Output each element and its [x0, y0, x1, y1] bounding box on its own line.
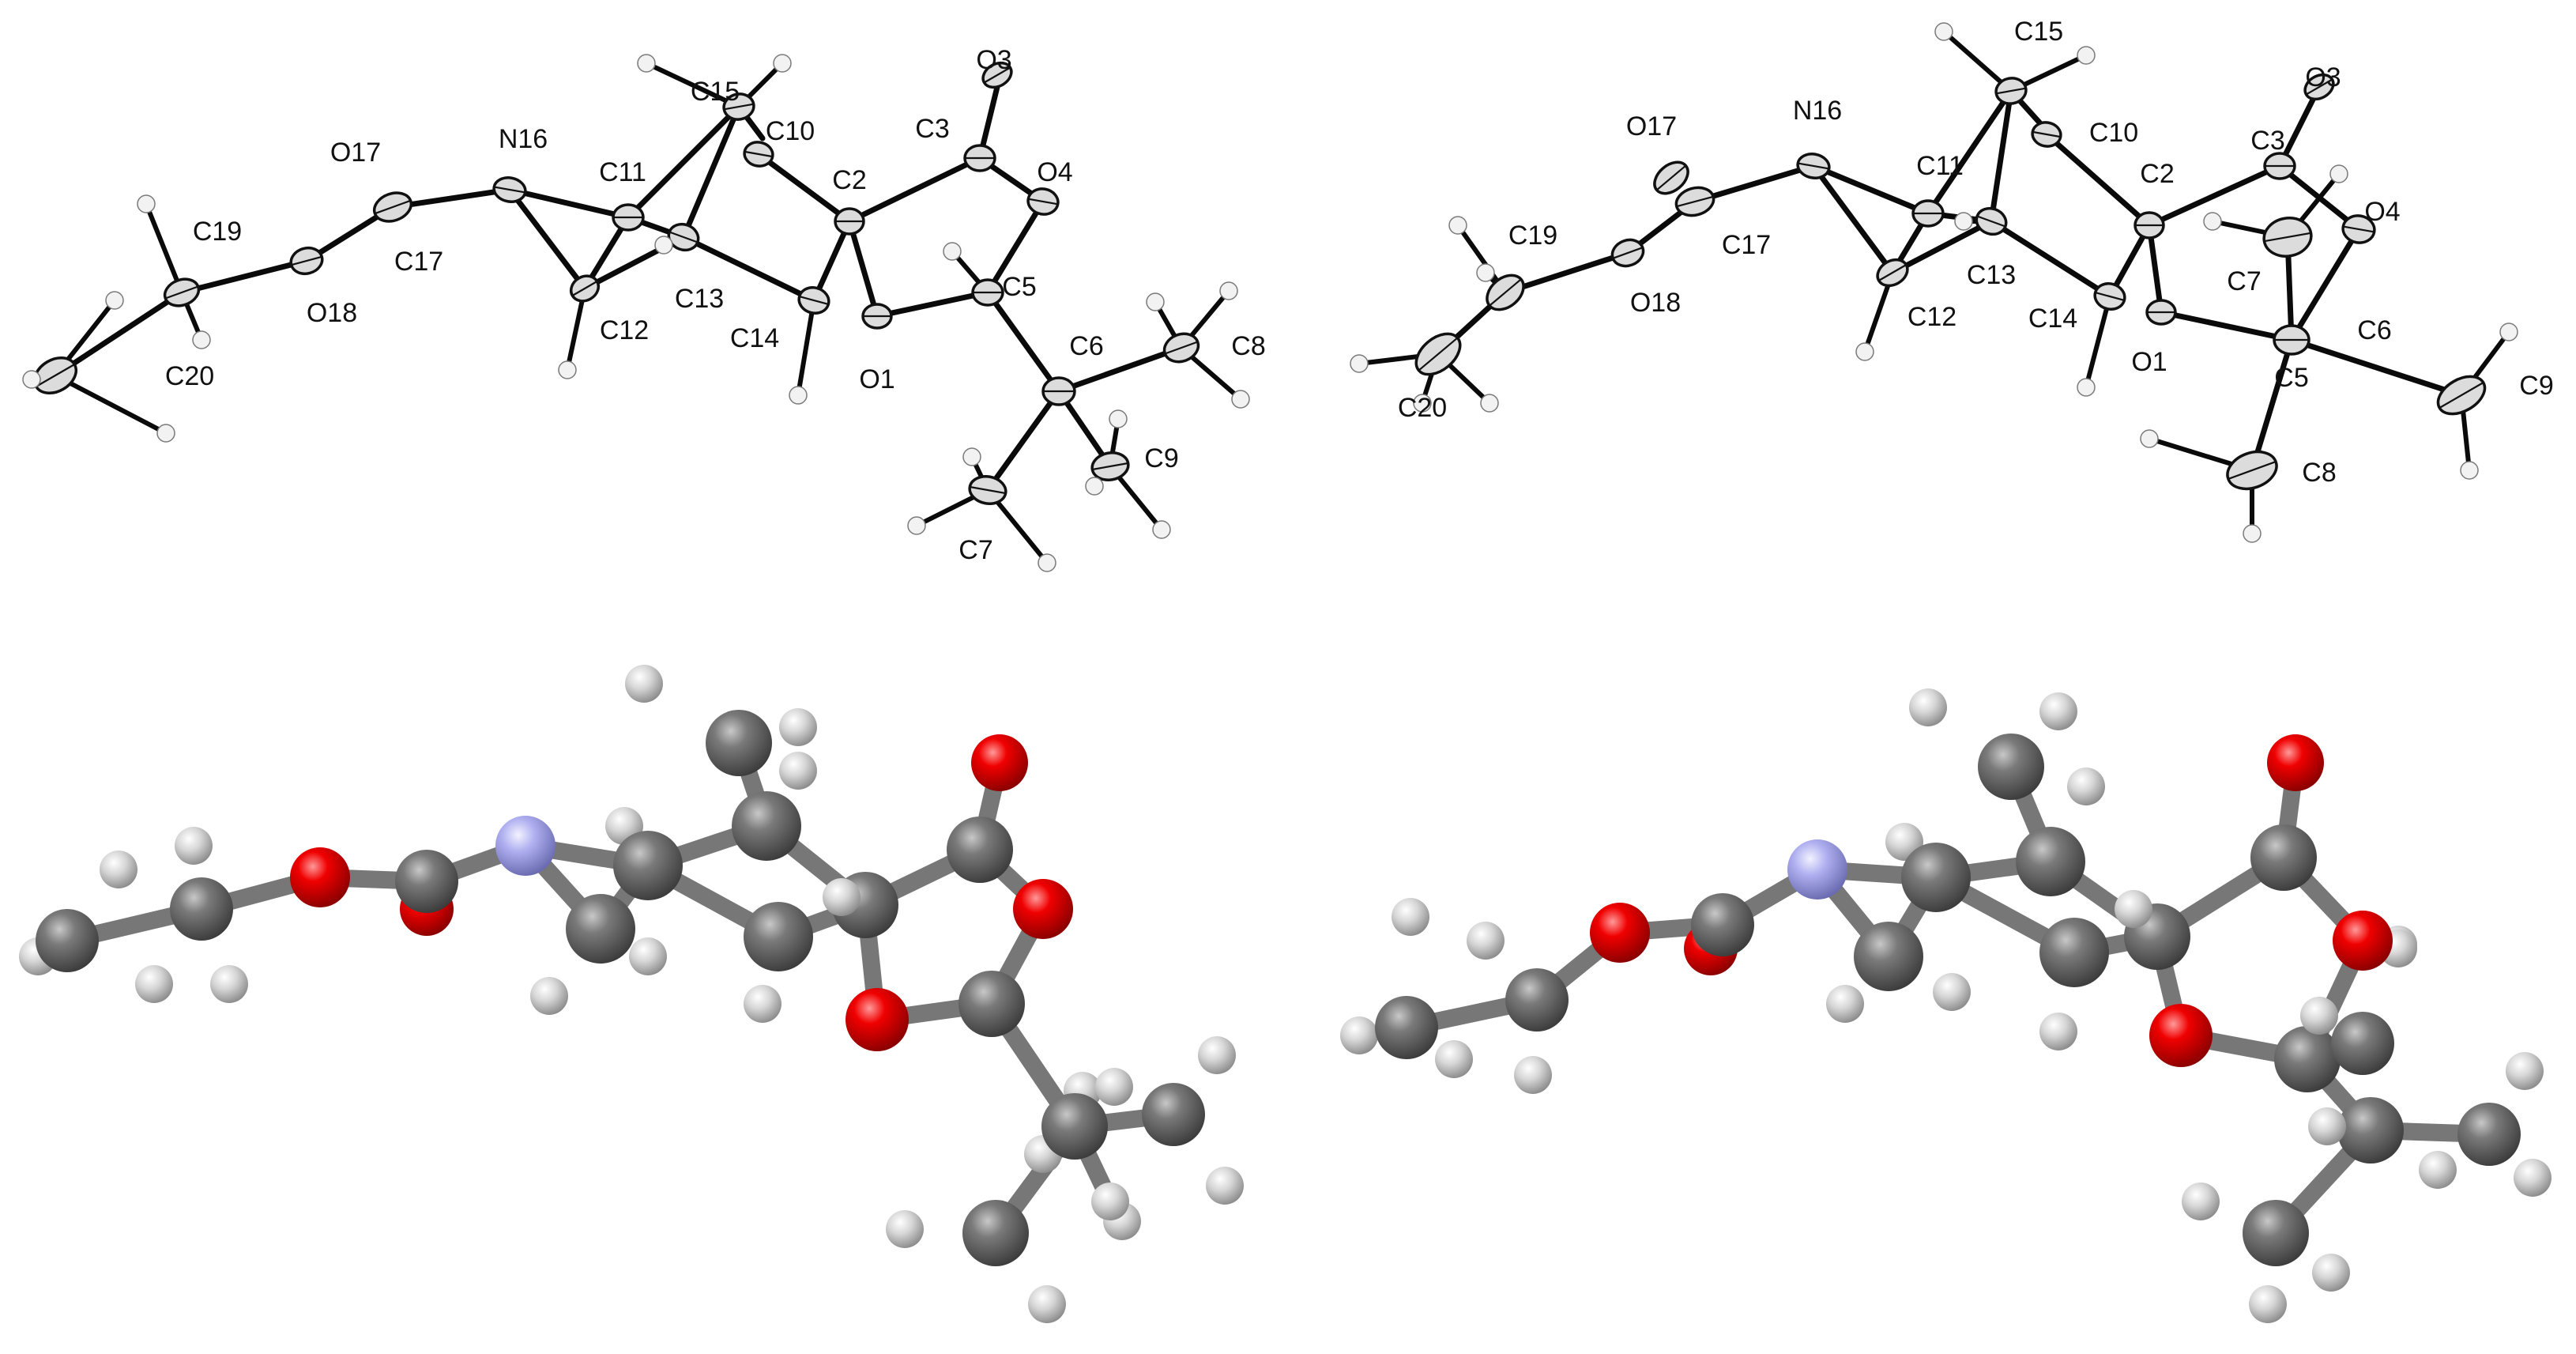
- hydrogen-atoms: [1350, 22, 2518, 543]
- atom-label-c5: C5: [2274, 363, 2308, 393]
- atom-label-c20: C20: [165, 361, 214, 391]
- atom-label-c11: C11: [599, 157, 646, 187]
- atom-spheres: [19, 665, 1244, 1323]
- atom-label-n16: N16: [499, 124, 548, 154]
- atom-label-o4: O4: [2364, 197, 2400, 227]
- atom-label-c20: C20: [1398, 393, 1447, 423]
- atom-ellipsoids: [33, 61, 1200, 505]
- atom-spheres: [1340, 688, 2552, 1323]
- atom-label-c2: C2: [2140, 159, 2174, 189]
- atom-label-c15: C15: [2014, 17, 2063, 47]
- atom-label-o17: O17: [330, 138, 381, 168]
- bonds: [29, 61, 1243, 565]
- atom-label-c3: C3: [2250, 126, 2284, 156]
- atom-label-c8: C8: [2302, 458, 2336, 488]
- atom-label-o3: O3: [2305, 62, 2341, 92]
- atom-label-c3: C3: [915, 114, 949, 144]
- atom-label-n16: N16: [1793, 96, 1842, 126]
- atom-label-c2: C2: [832, 165, 866, 195]
- atom-label-o4: O4: [1037, 157, 1072, 187]
- atom-label-o18: O18: [307, 298, 357, 328]
- atom-label-c11: C11: [1916, 151, 1964, 181]
- atom-label-c17: C17: [394, 247, 443, 277]
- atom-label-o3: O3: [976, 45, 1011, 75]
- atom-label-c19: C19: [193, 217, 242, 247]
- atom-label-o1: O1: [859, 364, 894, 394]
- atom-label-c14: C14: [730, 323, 779, 353]
- atom-label-c19: C19: [1508, 221, 1557, 251]
- atom-label-c6: C6: [1069, 331, 1103, 361]
- atom-label-c13: C13: [675, 284, 724, 314]
- atom-label-c8: C8: [1231, 331, 1265, 361]
- atom-label-c12: C12: [600, 315, 649, 345]
- atom-label-c13: C13: [1967, 260, 2016, 290]
- ball-and-stick-model-right: [1340, 688, 2552, 1323]
- atom-label-c7: C7: [2227, 266, 2261, 296]
- atom-label-c6: C6: [2357, 315, 2391, 345]
- atom-label-o17: O17: [1626, 111, 1677, 141]
- atom-label-c15: C15: [691, 77, 740, 107]
- atom-label-c14: C14: [2028, 304, 2077, 334]
- atom-label-c12: C12: [1908, 302, 1956, 332]
- atom-ellipsoids: [1414, 73, 2487, 491]
- atom-label-c10: C10: [766, 116, 815, 146]
- atom-label-c5: C5: [1002, 272, 1036, 302]
- atom-label-c17: C17: [1722, 230, 1771, 260]
- hydrogen-atoms: [22, 54, 1250, 572]
- atom-label-c7: C7: [958, 535, 992, 565]
- atom-label-c9: C9: [2519, 371, 2553, 401]
- atom-label-o18: O18: [1630, 288, 1681, 318]
- atom-label-o1: O1: [2131, 347, 2167, 377]
- bonds: [1357, 29, 2511, 536]
- atom-label-c10: C10: [2089, 118, 2138, 148]
- ball-and-stick-model-left: [19, 665, 1244, 1323]
- atom-label-c9: C9: [1144, 443, 1178, 473]
